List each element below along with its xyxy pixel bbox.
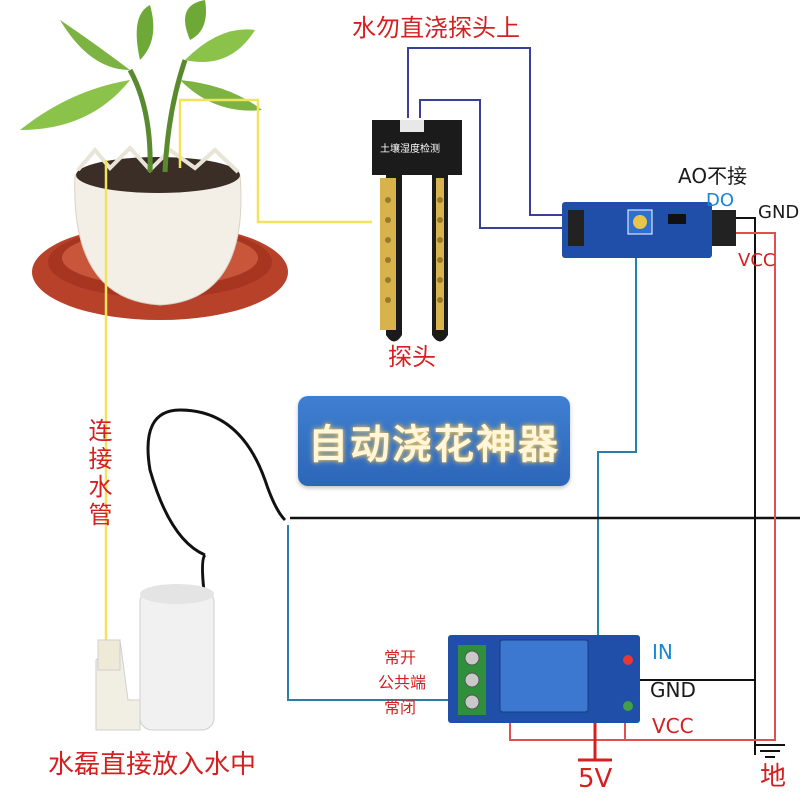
- relay-gnd-label: GND: [650, 678, 696, 702]
- wire-probe-a: [407, 47, 562, 216]
- five-v-label: 5V: [578, 764, 613, 794]
- probe-label: 探头: [388, 343, 436, 371]
- pump-cable: [146, 408, 287, 557]
- pump-note-label: 水磊直接放入水中: [48, 750, 257, 780]
- ao-note-label: AO不接: [678, 164, 748, 188]
- do-pin-label: DO: [706, 190, 735, 211]
- ground-label: 地: [760, 762, 787, 792]
- soil-probe: [372, 120, 462, 342]
- relay-nc-label: 常闭: [384, 698, 417, 717]
- sensor-module: [562, 202, 736, 258]
- wire-probe-b: [419, 99, 562, 229]
- gnd-top-label: GND: [758, 202, 800, 223]
- wire-pump-to-relay: [287, 525, 460, 701]
- title-banner: 自动浇花神器: [298, 396, 570, 486]
- water-pump: [95, 584, 215, 731]
- wire-yellow-probe: [178, 98, 372, 224]
- vcc-top-label: VCC: [738, 250, 776, 271]
- relay-module: [448, 635, 640, 723]
- relay-in-label: IN: [652, 640, 673, 664]
- wire-vcc: [624, 232, 776, 741]
- probe-board-text: 土壤湿度检测: [380, 144, 440, 155]
- relay-vcc-label: VCC: [652, 714, 694, 738]
- relay-com-label: 公共端: [378, 673, 427, 692]
- title-text: 自动浇花神器: [308, 422, 560, 468]
- water-pipe-label: 连接水管: [84, 418, 112, 530]
- plant-pot-illustration: [20, 0, 288, 320]
- relay-no-label: 常开: [384, 648, 417, 667]
- ground-symbol: [755, 744, 785, 758]
- wire-gnd: [735, 217, 756, 755]
- probe-warning-label: 水勿直浇探头上: [352, 14, 520, 42]
- wire-do-to-in: [597, 248, 637, 645]
